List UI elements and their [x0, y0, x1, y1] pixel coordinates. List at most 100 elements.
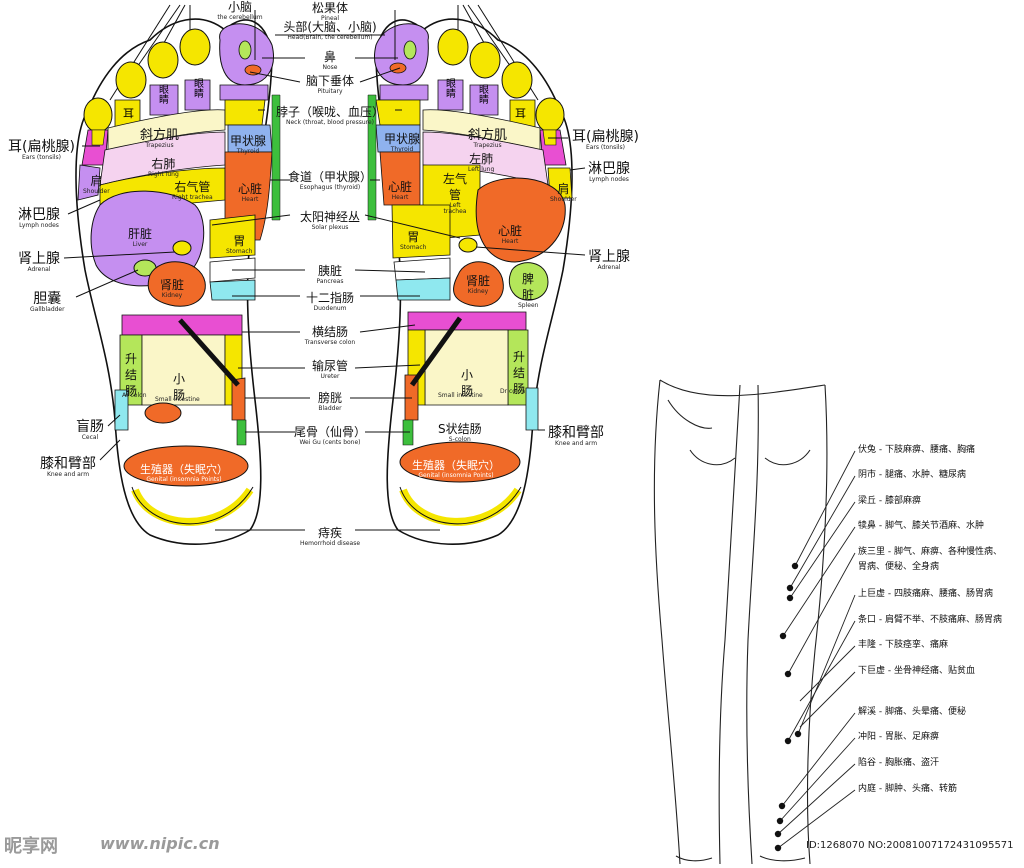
label-cerebellum-zh: 小脑 [227, 0, 252, 14]
connector-lines [63, 10, 586, 531]
label-knee_l-en: Knee and arm [46, 471, 90, 478]
label-solar-en: Solar plexus [311, 224, 349, 231]
label-knee_l-zh: 膝和臂部 [40, 456, 96, 472]
acupoint-dot [786, 594, 794, 602]
zone-ear-right: 耳 [515, 107, 526, 120]
label-ear_l: 耳(扁桃腺)Ears (tonsils) [8, 138, 75, 161]
label-cerebellum-en: the cerebellum [217, 14, 263, 21]
acupoint-item: 冲阳 - 胃胀、足麻痹 [858, 733, 939, 742]
acupoint-desc: 胃胀、足麻痹 [885, 732, 940, 742]
acupoint-item: 族三里 - 脚气、麻痹、各种慢性病、 [858, 548, 1002, 557]
zone-eyes-2: 眼睛 [194, 79, 204, 100]
acupoint-item: 阴市 - 腿痛、水肿、糖尿病 [858, 471, 966, 480]
zone-genital-left: 生殖器（失眠穴）Genital (insomnia Points) [140, 463, 228, 483]
acupoint-dot [774, 830, 782, 838]
acupoint-item: 下巨虚 - 坐骨神经痛、贴贫血 [858, 667, 975, 676]
acupoint-item: 条口 - 肩臂不举、不肢痛麻、肠胃病 [858, 616, 1002, 625]
acupoint-desc: 下肢痉挛、痛麻 [885, 640, 949, 650]
acupoint-separator: - [876, 707, 885, 717]
watermark-url: www.nipic.cn [100, 834, 220, 853]
acupoint-name: 陷谷 [858, 758, 877, 768]
acupoint-item: 丰隆 - 下肢痉挛、痛麻 [858, 641, 948, 650]
right-foot [367, 4, 573, 545]
acupoint-desc: 坐骨神经痛、贴贫血 [894, 666, 976, 676]
acupoint-item: 内庭 - 脚肿、头痛、转筋 [858, 785, 957, 794]
zone-small-intestine-left-en: Small intestine [155, 396, 200, 403]
label-ear_r-zh: 耳(扁桃腺) [572, 129, 639, 145]
watermark-brand: 昵享网 [4, 836, 58, 857]
acupoint-separator: - [876, 732, 885, 742]
label-cecal-en: Cecal [81, 434, 99, 441]
label-gall-zh: 胆囊 [33, 291, 62, 307]
acupoint-desc: 膝部麻痹 [885, 496, 922, 506]
acupoint-separator: - [876, 496, 885, 506]
zone-ascending-colon: 升结肠 [124, 352, 137, 398]
zone-descending-colon: 升结肠 [512, 350, 525, 396]
acupoint-dot [778, 802, 786, 810]
acupoint-desc: 胃病、便秘、全身病 [858, 562, 940, 572]
acupoint-desc: 脚气、麻痹、各种慢性病、 [894, 547, 1003, 557]
label-ear_r-en: Ears (tonsils) [585, 144, 625, 151]
label-duodenum-en: Duodenum [313, 305, 347, 312]
label-esophagus-zh: 食道（甲状腺） [287, 170, 372, 184]
acupoint-dot [791, 562, 799, 570]
label-neck-zh: 脖子（喉咙、血压） [275, 105, 384, 119]
label-colon-zh: 横结肠 [311, 325, 348, 339]
zone-genital-right: 生殖器（失眠穴）Genital (insomnia Points) [412, 459, 500, 479]
label-bladder-en: Bladder [318, 405, 342, 412]
label-hemorrhoid-en: Hemorrhoid disease [299, 540, 361, 547]
label-esophagus: 食道（甲状腺）Esophagus (thyroid) [270, 168, 390, 191]
acupoint-desc: 脚痛、头晕痛、便秘 [885, 707, 967, 717]
acupoint-dot [786, 584, 794, 592]
acupoint-separator: - [885, 589, 894, 599]
label-gall-en: Gallbladder [30, 306, 65, 313]
acupoint-desc: 胸胀痛、盗汗 [885, 758, 940, 768]
acupoint-separator: - [876, 640, 885, 650]
label-neck: 脖子（喉咙、血压）Neck (throat, blood pressure) [270, 103, 390, 126]
acupoint-separator: - [876, 784, 885, 794]
acupoint-separator: - [876, 445, 885, 455]
acupoint-item: 梁丘 - 膝部麻痹 [858, 497, 921, 506]
label-knee_r-zh: 膝和臂部 [548, 425, 604, 441]
label-lymph_r-zh: 淋巴腺 [588, 161, 630, 177]
zone-eyes-3: 眼睛 [446, 79, 456, 100]
acupoint-desc: 腿痛、水肿、糖尿病 [885, 470, 967, 480]
label-bladder-zh: 膀胱 [317, 391, 342, 405]
label-head: 头部(大脑、小脑)Head(Brain, the cerebellum) [275, 18, 385, 41]
acupoint-name: 冲阳 [858, 732, 877, 742]
label-pituitary-zh: 脑下垂体 [305, 74, 354, 88]
label-lymph_l-en: Lymph nodes [19, 222, 59, 229]
acupoint-item: 伏兔 - 下肢麻痹、腰痛、胸痛 [858, 446, 975, 455]
acupoint-dot [776, 817, 784, 825]
zone-small-intestine-left: 小肠 [172, 372, 185, 402]
acupoint-separator: - [876, 758, 885, 768]
label-ear_r: 耳(扁桃腺)Ears (tonsils) [572, 128, 639, 151]
acupoint-item: 陷谷 - 胸胀痛、盗汗 [858, 759, 939, 768]
acupoint-name: 下巨虚 [858, 666, 886, 676]
acupoint-name: 解溪 [858, 707, 877, 717]
zone-small-intestine-right: 小肠 [460, 368, 473, 398]
